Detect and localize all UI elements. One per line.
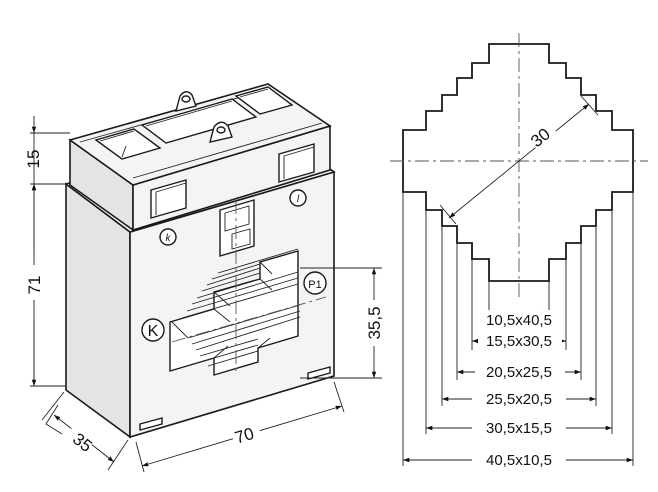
foot-slot-right (307, 366, 331, 380)
busbar-size-3: 20,5x25,5 (486, 364, 552, 381)
busbar-size-1: 10,5x40,5 (486, 312, 552, 329)
terminal-mark-K: K (141, 318, 165, 342)
cap-lug-front (209, 121, 233, 143)
terminal-mark-P1: P1 (303, 271, 327, 295)
transformer-isometric-view: k l (64, 83, 336, 439)
busbar-size-6: 40,5x10,5 (486, 452, 552, 469)
busbar-extension-lines (402, 192, 634, 466)
svg-text:k: k (166, 233, 172, 244)
cap-lug-rear (175, 91, 197, 112)
dim-width: 70 (233, 424, 257, 448)
stepped-window-outline (402, 43, 634, 282)
svg-text:K: K (148, 323, 159, 340)
terminal-mark-l-small: l (289, 189, 307, 207)
terminal-window-left (150, 179, 187, 219)
cap-recess-middle (140, 98, 258, 144)
svg-text:P1: P1 (308, 279, 321, 291)
dim-body-height: 71 (25, 276, 44, 295)
busbar-size-4: 25,5x20,5 (486, 391, 552, 408)
terminal-mark-k-small: k (159, 228, 177, 246)
terminal-window-right (278, 143, 315, 183)
window-ribs (171, 248, 301, 367)
dim-top-height: 15 (24, 150, 43, 169)
svg-text:l: l (297, 194, 300, 205)
cap-recess-left (94, 128, 162, 160)
dim-window-height: 35,5 (365, 306, 384, 339)
left-dimensions: 15 71 35 70 35,5 (22, 116, 386, 473)
busbar-size-list: 10,5x40,5 15,5x30,5 20,5x25,5 25,5x20,5 … (403, 309, 633, 469)
busbar-size-5: 30,5x15,5 (486, 420, 552, 437)
busbar-size-2: 15,5x30,5 (486, 333, 552, 350)
window-profile-view: 30 10,5x40,5 15,5x30,5 20,5x25,5 25,5x20… (390, 33, 648, 469)
window-top-block (219, 199, 255, 257)
